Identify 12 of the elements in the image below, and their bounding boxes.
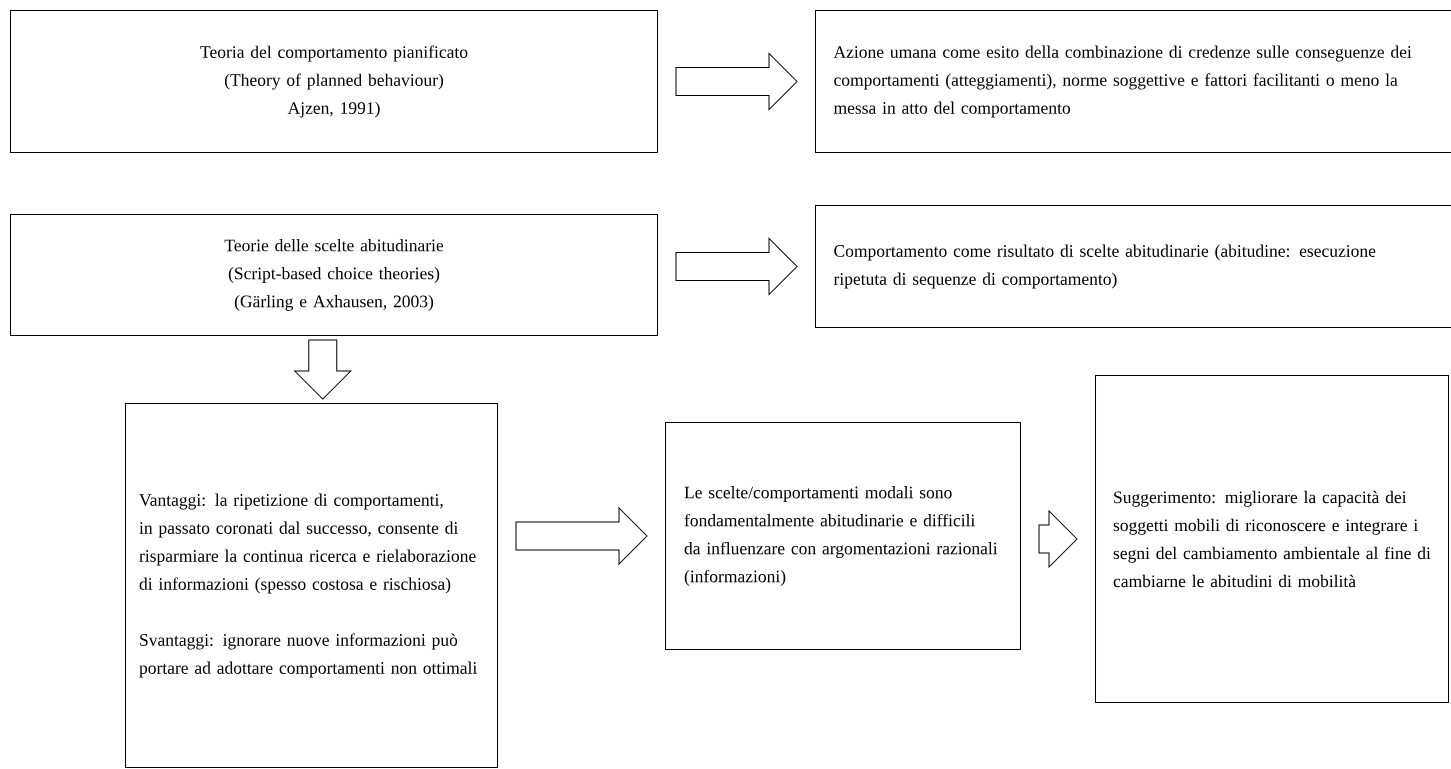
block-arrow xyxy=(515,507,648,565)
block-arrow xyxy=(675,53,798,110)
block-arrow xyxy=(294,339,352,400)
text-box: Vantaggi: la ripetizione di comportamenti, in passato coronati dal successo, consente di risparmiare la continua ricerca e rielaborazione di informazioni (spesso costosa e rischiosa) Svantaggi: ignorare nuove informazioni può portare ad adottare comportamenti non ottimali xyxy=(125,403,498,768)
text-box: Comportamento come risultato di scelte abitudinarie (abitudine: esecuzione ripetuta di sequenze di comportamento) xyxy=(815,205,1451,328)
text-box: Azione umana come esito della combinazione di credenze sulle conseguenze dei comportamenti (atteggiamenti), norme soggettive e fattori facilitanti o meno la messa in atto del comportamento xyxy=(815,10,1451,153)
block-arrow xyxy=(675,238,798,295)
text-box: Teoria del comportamento pianificato (Theory of planned behaviour) Ajzen, 1991) xyxy=(10,10,658,153)
text-box: Teorie delle scelte abitudinarie (Script-based choice theories) (Gärling e Axhausen, 2003) xyxy=(10,214,658,336)
text-box: Suggerimento: migliorare la capacità dei soggetti mobili di riconoscere e integrare i segni del cambiamento ambientale al fine di cambiarne le abitudini di mobilità xyxy=(1095,375,1449,703)
text-box: Le scelte/comportamenti modali sono fondamentalmente abitudinarie e difficili da influenzare con argomentazioni razionali (informazioni) xyxy=(665,422,1021,650)
block-arrow xyxy=(1038,510,1078,568)
